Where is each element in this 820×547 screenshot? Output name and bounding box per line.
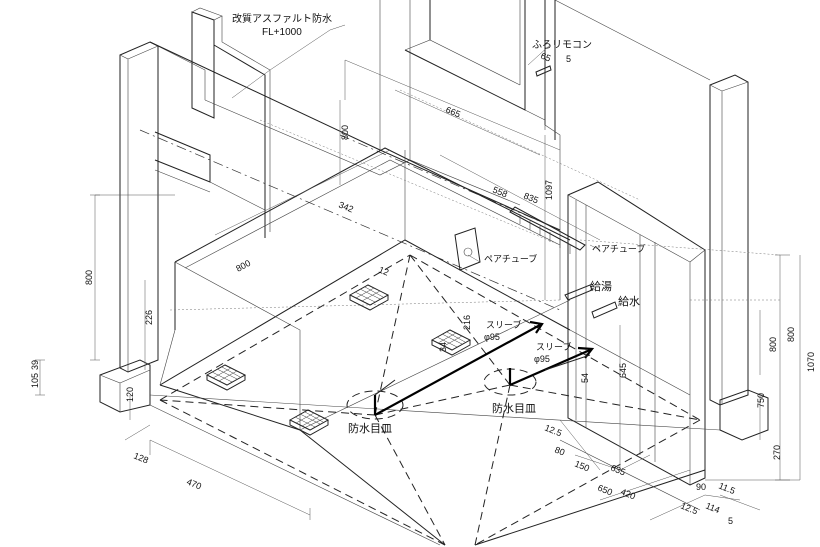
dim-128: 128: [132, 451, 150, 466]
dim-470: 470: [185, 477, 203, 492]
left-upper-wall: [154, 7, 271, 238]
grate-box-1: [348, 284, 390, 311]
dim-12-5a: 12.5: [543, 423, 563, 439]
sleeve-dia-2: φ95: [534, 354, 550, 364]
grate-box-4: [288, 409, 330, 436]
dimension-labels: 800 665 65 5 1097 558 835 342 800 800 12…: [30, 51, 816, 526]
dim-270: 270: [772, 445, 782, 460]
dim-90: 90: [696, 482, 706, 492]
water-supply-label: 給水: [618, 294, 640, 308]
dim-54: 54: [580, 373, 590, 383]
waterproof-note-line2: FL+1000: [262, 27, 302, 38]
dim-105: 105: [30, 373, 40, 388]
dim-635: 635: [609, 463, 627, 478]
dim-12: 12: [377, 265, 390, 278]
pair-tube-label-2: ペアチューブ: [592, 243, 645, 254]
sleeve-label-1: スリーブ: [486, 319, 521, 330]
dim-11-5: 11.5: [717, 481, 736, 497]
dim-5b: 5: [728, 516, 733, 526]
dim-12-5b: 12.5: [679, 501, 699, 517]
dim-114: 114: [704, 501, 721, 516]
dim-1070: 1070: [806, 352, 816, 372]
back-wall: [139, 0, 561, 311]
sleeve-label-2: スリーブ: [536, 341, 571, 352]
slope-arrows: [373, 320, 595, 416]
annotation-leaders: [231, 24, 601, 263]
annotation-labels: 改質アスファルト防水 FL+1000 ふろリモコン スリーブ φ95 スリーブ …: [232, 12, 645, 435]
dim-34: 34: [438, 342, 448, 352]
furo-remote-label: ふろリモコン: [532, 39, 592, 51]
pair-tube-label-1: ペアチューブ: [484, 253, 537, 264]
dim-65: 65: [539, 51, 552, 64]
floor-slab: [99, 359, 769, 546]
dim-750: 750: [756, 393, 766, 408]
dim-80: 80: [553, 445, 566, 458]
dim-800-r1: 800: [768, 337, 778, 352]
dim-558: 558: [491, 185, 509, 200]
waterproof-note-line1: 改質アスファルト防水: [232, 12, 332, 25]
dim-342: 342: [337, 200, 355, 215]
dim-226: 226: [144, 310, 154, 325]
dim-835: 835: [522, 191, 540, 206]
dim-645: 645: [618, 363, 628, 378]
drain-pad-1: [346, 390, 404, 420]
dim-5a: 5: [566, 54, 571, 64]
dim-800-r2: 800: [786, 327, 796, 342]
dim-120: 120: [125, 387, 135, 402]
hot-supply-label: 給湯: [590, 279, 612, 293]
grate-box-2: [430, 329, 472, 356]
dimension-lines: [35, 59, 801, 521]
drain-label-2: 防水目皿: [492, 401, 536, 415]
dim-800-top: 800: [340, 125, 350, 140]
tub-box: [149, 147, 691, 546]
drain-slope-lines: [159, 254, 701, 546]
drain-label-1: 防水目皿: [348, 421, 392, 435]
dim-150: 150: [573, 459, 591, 474]
dim-800-mid: 800: [234, 258, 252, 274]
right-panel: [567, 181, 706, 486]
right-wall-column: [709, 74, 749, 406]
sleeve-dia-1: φ95: [484, 332, 500, 342]
grate-box-3: [205, 364, 247, 391]
dim-216: 216: [462, 315, 472, 330]
dim-650: 650: [596, 483, 614, 498]
dim-1097: 1097: [544, 180, 554, 200]
dim-800-left: 800: [84, 270, 94, 285]
dim-39: 39: [30, 360, 40, 370]
pipe-rack: [454, 65, 618, 319]
